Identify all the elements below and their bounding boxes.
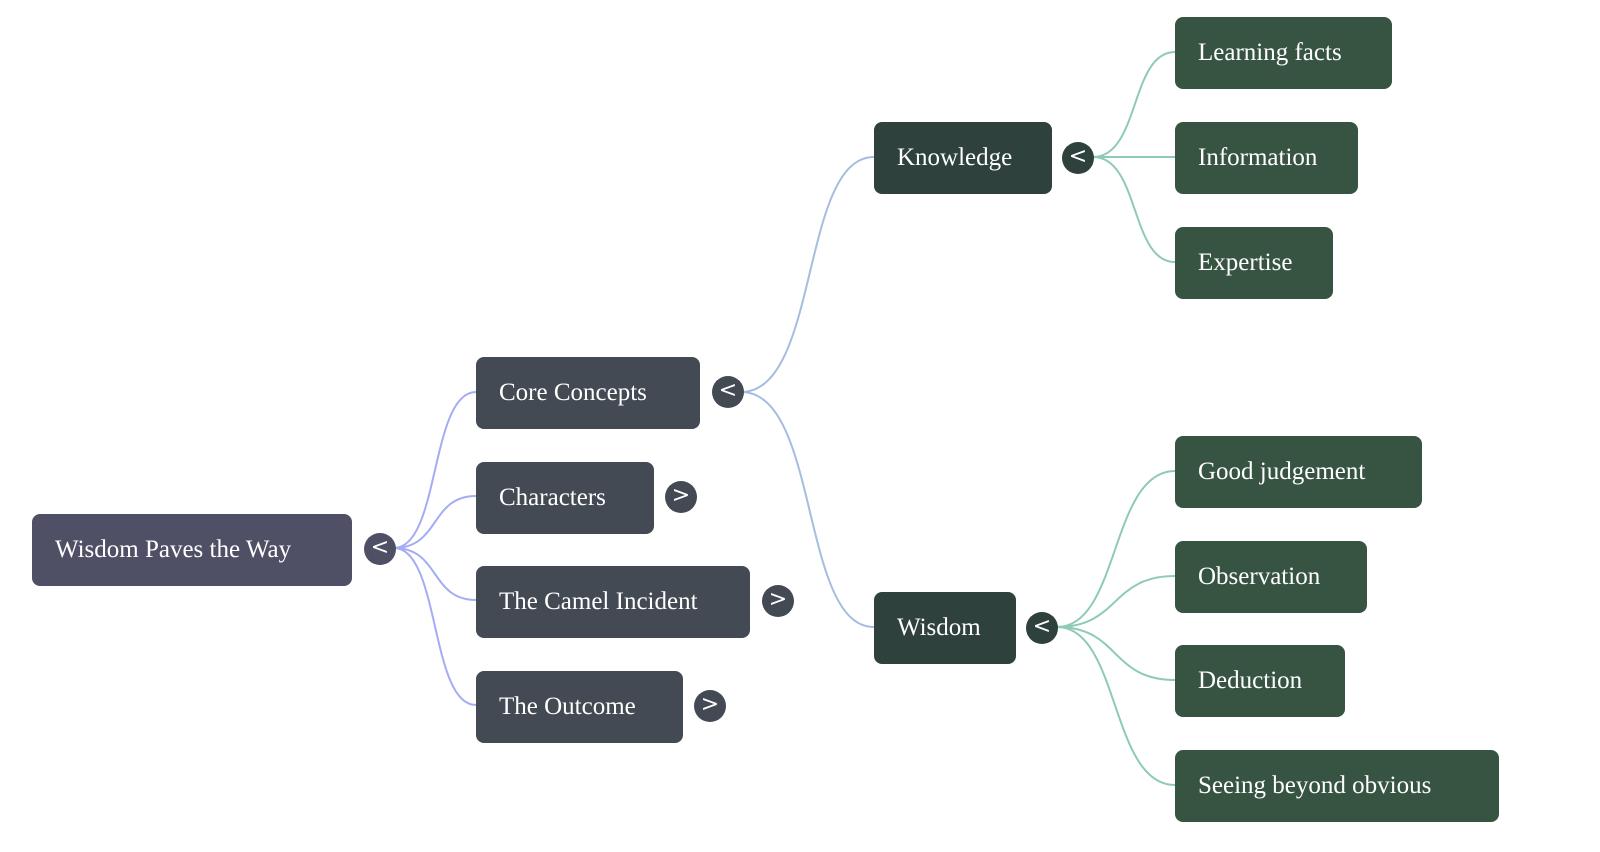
link-root-camel-incident	[393, 547, 477, 601]
node-core-concepts[interactable]: Core Concepts	[476, 357, 700, 429]
expand-toggle-camel-incident[interactable]: >	[762, 585, 794, 617]
node-the-camel-incident[interactable]: The Camel Incident	[476, 566, 750, 638]
link-root-core-concepts	[393, 391, 477, 549]
link-wisdom-judgement	[1056, 470, 1176, 628]
link-wisdom-observation	[1056, 575, 1176, 628]
node-learning-facts[interactable]: Learning facts	[1175, 17, 1392, 89]
link-root-outcome	[393, 547, 477, 706]
link-knowledge-learning	[1092, 51, 1176, 158]
collapse-toggle-root[interactable]: <	[364, 533, 396, 565]
collapse-toggle-knowledge[interactable]: <	[1062, 142, 1094, 174]
node-seeing-beyond-obvious[interactable]: Seeing beyond obvious	[1175, 750, 1499, 822]
node-the-outcome[interactable]: The Outcome	[476, 671, 683, 743]
node-knowledge[interactable]: Knowledge	[874, 122, 1052, 194]
collapse-toggle-core-concepts[interactable]: <	[712, 376, 744, 408]
node-good-judgement[interactable]: Good judgement	[1175, 436, 1422, 508]
node-wisdom-paves-the-way[interactable]: Wisdom Paves the Way	[32, 514, 352, 586]
link-core-knowledge	[740, 156, 875, 393]
node-observation[interactable]: Observation	[1175, 541, 1367, 613]
expand-toggle-outcome[interactable]: >	[694, 690, 726, 722]
node-wisdom[interactable]: Wisdom	[874, 592, 1016, 664]
link-root-characters	[393, 495, 477, 549]
node-information[interactable]: Information	[1175, 122, 1358, 194]
node-characters[interactable]: Characters	[476, 462, 654, 534]
link-core-wisdom	[740, 391, 875, 628]
link-knowledge-expertise	[1092, 156, 1176, 263]
link-wisdom-seeing	[1056, 626, 1176, 786]
node-deduction[interactable]: Deduction	[1175, 645, 1345, 717]
node-expertise[interactable]: Expertise	[1175, 227, 1333, 299]
collapse-toggle-wisdom[interactable]: <	[1026, 612, 1058, 644]
expand-toggle-characters[interactable]: >	[665, 481, 697, 513]
link-wisdom-deduction	[1056, 626, 1176, 681]
